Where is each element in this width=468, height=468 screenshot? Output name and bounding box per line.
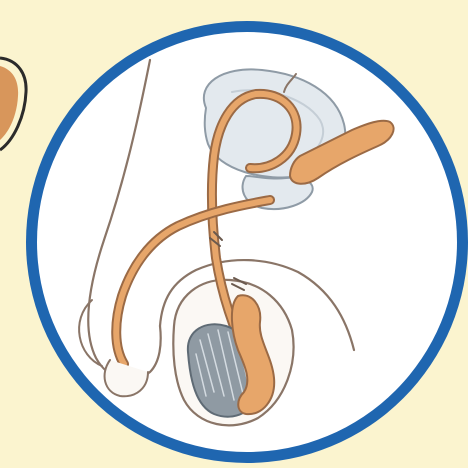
- anatomical-illustration: [0, 0, 468, 468]
- diagram-stage: [0, 0, 468, 468]
